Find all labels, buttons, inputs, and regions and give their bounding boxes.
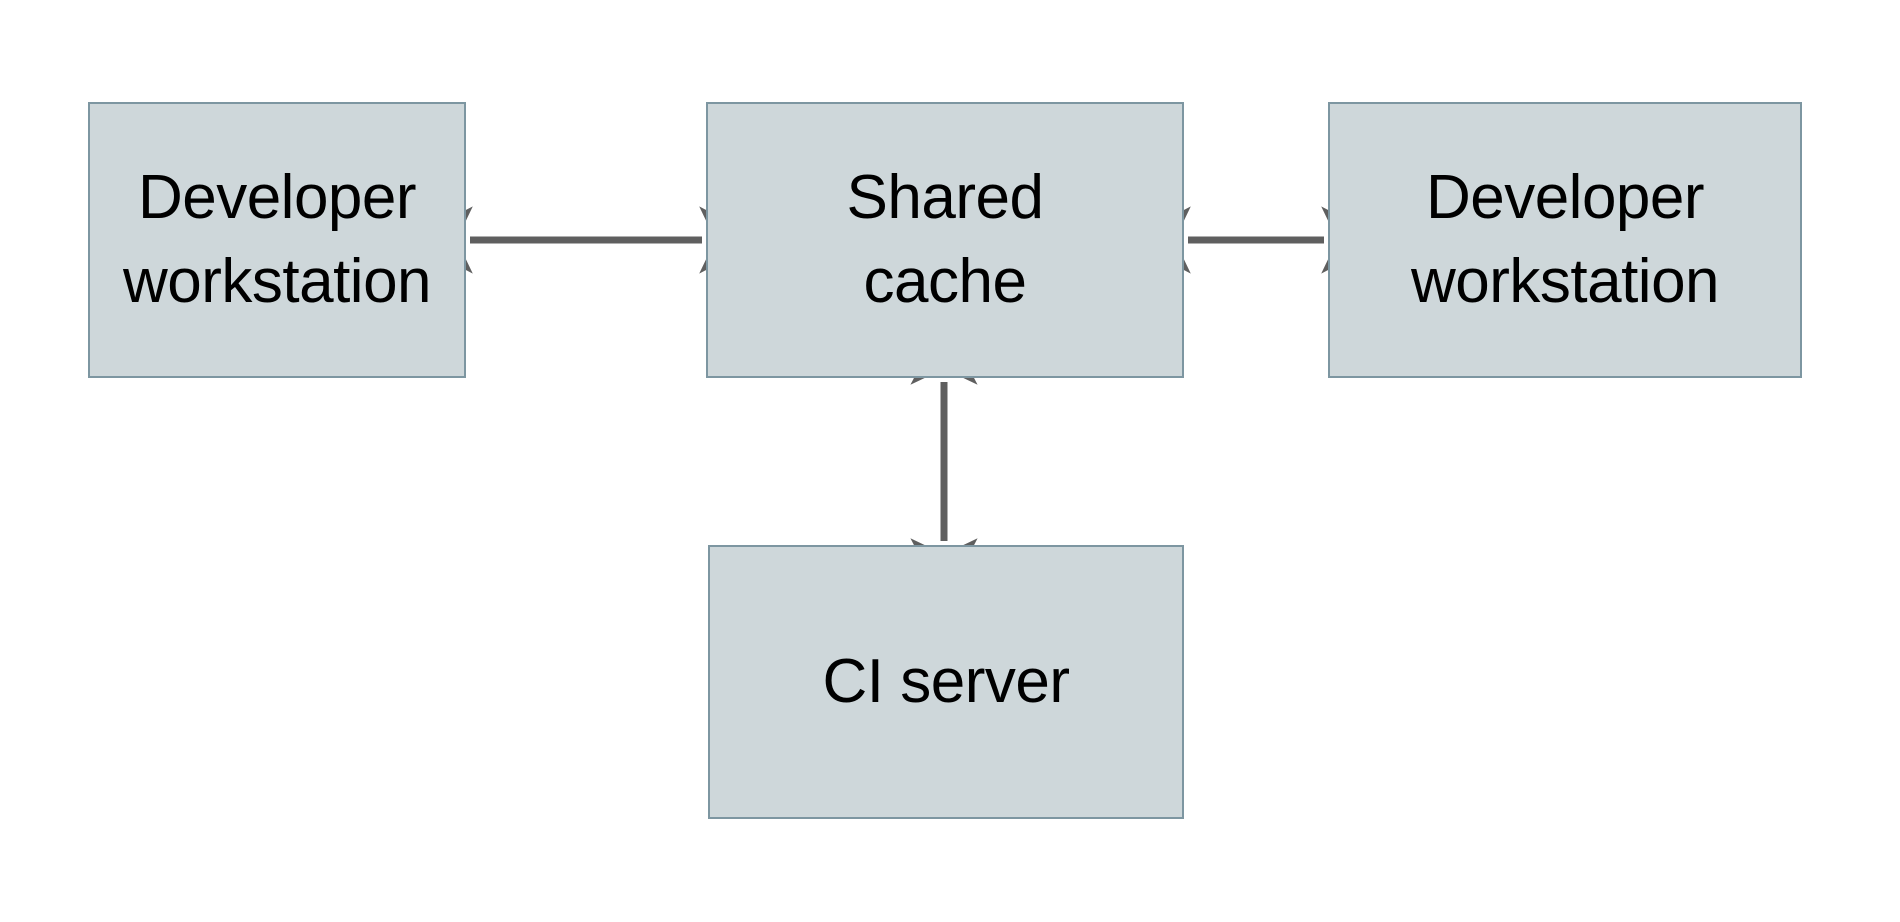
node-label: Shared cache — [846, 163, 1044, 316]
node-label: Developer workstation — [122, 163, 432, 316]
node-shared-cache[interactable]: Shared cache — [706, 102, 1184, 378]
node-developer-workstation-right[interactable]: Developer workstation — [1328, 102, 1802, 378]
node-label: Developer workstation — [1410, 163, 1720, 316]
node-developer-workstation-left[interactable]: Developer workstation — [88, 102, 466, 378]
node-ci-server[interactable]: CI server — [708, 545, 1184, 819]
node-label: CI server — [822, 647, 1070, 717]
